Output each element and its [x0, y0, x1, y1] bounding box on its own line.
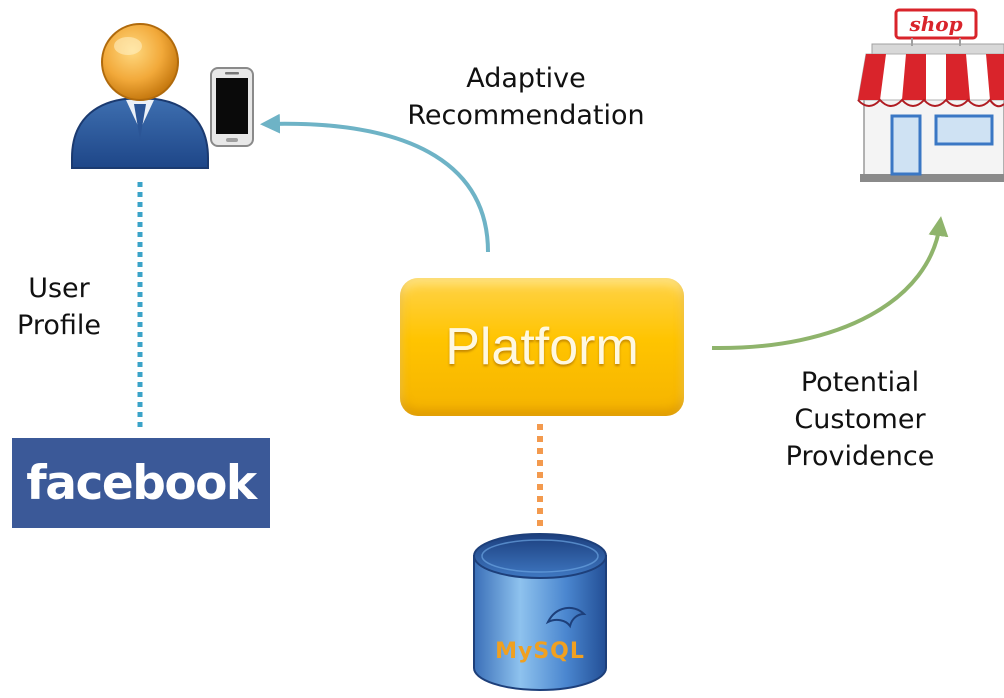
providence-arrow [711, 216, 949, 351]
platform-label: Platform [445, 318, 639, 376]
user-icon [71, 23, 209, 169]
user-profile-label: User Profile [4, 270, 114, 344]
mysql-logo-text: MySQL [495, 639, 585, 664]
providence-line1: Potential [800, 367, 920, 398]
shop-icon: shop [857, 8, 1004, 182]
platform-node: Platform [400, 278, 684, 416]
adaptive-recommendation-label: Adaptive Recommendation [386, 60, 666, 134]
potential-customer-providence-label: Potential Customer Providence [760, 364, 960, 475]
adaptive-recommendation-line2: Recommendation [407, 100, 645, 131]
facebook-wordmark: facebook [26, 455, 257, 511]
providence-line2: Customer [794, 404, 926, 435]
facebook-logo: facebook [12, 438, 270, 528]
database-icon: MySQL [473, 533, 607, 691]
user-profile-line2: Profile [17, 310, 101, 341]
adaptive-recommendation-line1: Adaptive [466, 63, 586, 94]
smartphone-icon [210, 67, 254, 147]
user-profile-line1: User [28, 273, 90, 304]
providence-line3: Providence [785, 441, 935, 472]
shop-sign-text: shop [908, 12, 962, 36]
recommendation-arrow [260, 113, 490, 253]
